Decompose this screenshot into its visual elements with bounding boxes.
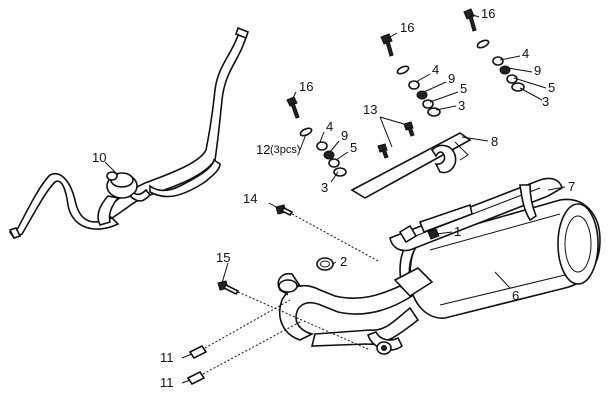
callout-12-quantity-note: (3pcs)	[270, 144, 301, 156]
bracket-8	[350, 132, 472, 199]
washer-12-middle	[396, 65, 410, 75]
callout-15: 15	[216, 250, 230, 265]
bolt-16-right	[463, 8, 477, 32]
bolt-13-upper	[403, 121, 415, 137]
damper-stack-right	[492, 56, 525, 92]
gasket	[316, 257, 334, 271]
callout-4-right: 4	[522, 46, 529, 61]
callout-5-left: 5	[350, 140, 357, 155]
callout-3-right: 3	[542, 94, 549, 109]
damper-stack-left	[316, 141, 347, 177]
callout-2: 2	[340, 254, 347, 269]
callout-16-left: 16	[299, 79, 313, 94]
callout-7: 7	[568, 179, 575, 194]
bolt-13-lower	[377, 143, 389, 159]
callout-14: 14	[243, 191, 257, 206]
stud-11-upper	[188, 299, 291, 360]
washer-12-left	[299, 127, 313, 137]
callout-9-middle: 9	[448, 71, 455, 86]
bolt-16-left	[286, 96, 300, 119]
callout-4-middle: 4	[432, 62, 439, 77]
callout-13: 13	[363, 102, 377, 117]
callout-3-left: 3	[321, 180, 328, 195]
callout-5-right: 5	[548, 80, 555, 95]
washer-12-right	[476, 39, 490, 49]
air-hose-assembly	[8, 26, 249, 240]
callout-3-middle: 3	[458, 98, 465, 113]
callout-4-left: 4	[326, 119, 333, 134]
bolt-16-middle	[380, 33, 394, 57]
mounting-nut-1	[427, 228, 440, 240]
callout-6: 6	[512, 288, 519, 303]
callout-11-upper: 11	[160, 350, 174, 365]
bolt-14	[275, 204, 381, 263]
callout-11-lower: 11	[160, 375, 174, 390]
callout-16-right: 16	[481, 6, 495, 21]
callout-5-middle: 5	[460, 81, 467, 96]
stud-11-lower	[186, 321, 301, 386]
callout-1: 1	[454, 224, 461, 239]
callout-12: 12	[256, 142, 270, 157]
bolt-15	[217, 280, 371, 351]
leader-lines	[104, 13, 566, 384]
callout-16-middle: 16	[400, 20, 414, 35]
damper-stack-middle	[408, 80, 441, 117]
callout-9-right: 9	[534, 63, 541, 78]
callout-9-left: 9	[341, 128, 348, 143]
callout-10: 10	[92, 150, 106, 165]
callout-8: 8	[491, 134, 498, 149]
muffler	[399, 198, 601, 319]
exhaust-header-pipe	[277, 267, 434, 355]
